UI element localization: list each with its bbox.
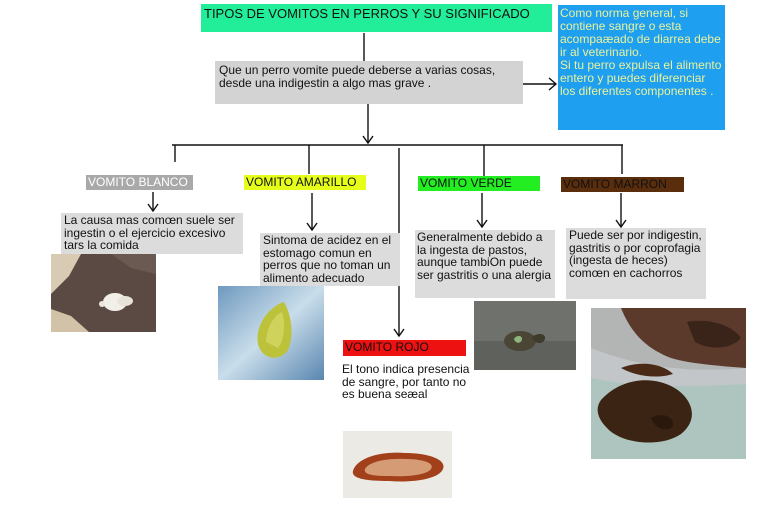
intro-to-note-arrowhead: [548, 77, 558, 91]
photo-vomito-rojo: [343, 431, 452, 498]
verde-arrowhead: [476, 219, 488, 229]
marron-arrowhead: [615, 219, 627, 229]
desc-vomito-verde: Generalmente debido a la ingesta de past…: [415, 230, 555, 298]
photo-vomito-blanco: [51, 254, 156, 332]
photo-vomito-marron: [591, 308, 746, 459]
desc-vomito-blanco: La causa mas comœn suele ser ingestin o …: [61, 213, 243, 254]
blanco-arrowhead: [147, 203, 159, 213]
vet-note: Como norma general, si contiene sangre o…: [558, 5, 725, 130]
label-vomito-rojo: VOMITO ROJO: [343, 340, 466, 356]
page-title: TIPOS DE VOMITOS EN PERROS Y SU SIGNIFIC…: [201, 4, 552, 32]
photo-vomito-amarillo: [218, 286, 324, 380]
desc-vomito-rojo: El tono indica presencia de sangre, por …: [342, 362, 470, 401]
desc-vomito-marron: Puede ser por indigestin, gastritis o po…: [566, 228, 706, 299]
intro-text: Que un perro vomite puede deberse a vari…: [215, 61, 523, 104]
branch-rojo-arrowhead: [393, 328, 405, 338]
photo-vomito-verde: [474, 301, 576, 370]
label-vomito-verde: VOMITO VERDE: [418, 176, 540, 191]
label-vomito-marron: VOMITO MARRON: [561, 177, 684, 192]
label-vomito-blanco: VOMITO BLANCO: [86, 175, 193, 190]
intro-down-arrowhead: [362, 135, 374, 145]
label-vomito-amarillo: VOMITO AMARILLO: [244, 175, 366, 190]
amarillo-arrowhead: [306, 222, 318, 232]
desc-vomito-amarillo: Sintoma de acidez en el estomago comun e…: [260, 233, 400, 286]
